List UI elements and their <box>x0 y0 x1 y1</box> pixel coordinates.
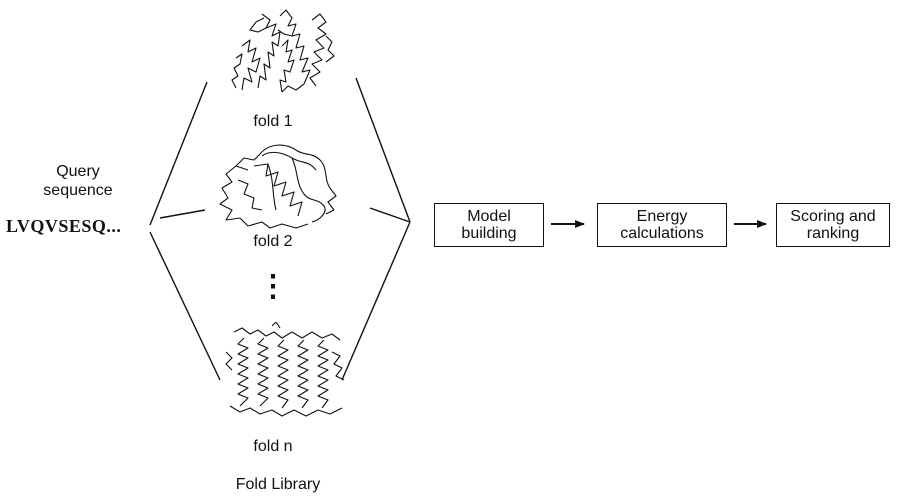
fold-ellipsis: ⋮ <box>258 270 288 303</box>
query-label-line2: sequence <box>43 182 113 199</box>
transmembrane-helix-bundle-fold-icon <box>225 322 345 417</box>
fan-line-right-bottom <box>341 221 411 381</box>
energy-calculations-box: Energy calculations <box>597 203 727 247</box>
beta-barrel-protein-fold-icon <box>219 144 337 229</box>
fan-line-right-top <box>355 77 411 223</box>
fan-line-left-top <box>149 81 208 226</box>
fan-line-left-middle <box>159 209 206 219</box>
energy-calculations-line2: calculations <box>620 225 704 242</box>
query-label-line1: Query <box>56 163 100 180</box>
fold-library-title: Fold Library <box>235 476 321 493</box>
fan-line-left-bottom <box>149 231 221 381</box>
scoring-ranking-line1: Scoring and <box>790 208 876 225</box>
model-building-line2: building <box>461 225 517 242</box>
fan-line-right-middle <box>369 207 411 223</box>
query-sequence: LVQVSESQ... <box>6 216 122 236</box>
fold-1-label: fold 1 <box>253 113 293 130</box>
model-building-box: Model building <box>434 203 544 247</box>
alpha-helical-protein-fold-icon <box>231 9 335 93</box>
model-building-line1: Model <box>467 208 511 225</box>
scoring-ranking-line2: ranking <box>806 225 860 242</box>
scoring-ranking-box: Scoring and ranking <box>776 203 890 247</box>
fold-2-label: fold 2 <box>253 233 293 250</box>
energy-calculations-line1: Energy <box>636 208 688 225</box>
fold-n-label: fold n <box>253 438 293 455</box>
